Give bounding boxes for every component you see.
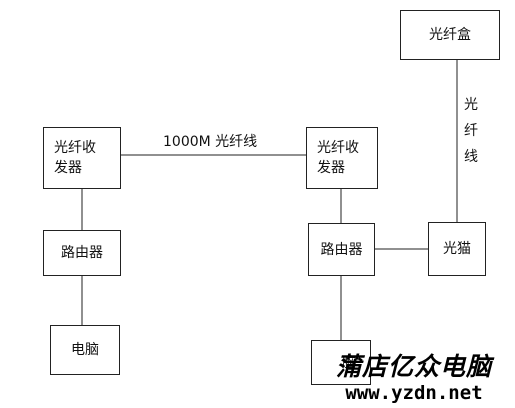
- watermark: 蒲店亿众电脑 www.yzdn.net: [319, 352, 509, 404]
- pc-right-label: 脑: [342, 354, 356, 371]
- transceiver-left-node: 光纤收 发器: [43, 127, 121, 189]
- fiber-vertical-char-1: 光: [464, 97, 478, 113]
- router-left-label: 路由器: [61, 245, 103, 261]
- fiber-box-node: 光纤盒: [400, 10, 500, 60]
- transceiver-right-node: 光纤收 发器: [306, 127, 378, 189]
- modem-node: 光猫: [428, 222, 486, 276]
- pc-left-node: 电脑: [50, 325, 120, 375]
- fiber-vertical-label: 光 纤 线: [462, 92, 480, 170]
- transceiver-right-label-line1: 光纤收: [317, 140, 359, 156]
- pc-right-node: 脑: [311, 340, 371, 385]
- transceiver-right-label-line2: 发器: [317, 160, 345, 176]
- transceiver-left-label-line2: 发器: [54, 160, 82, 176]
- transceiver-left-label-line1: 光纤收: [54, 140, 96, 156]
- fiber-link-label: 1000M 光纤线: [163, 134, 258, 150]
- fiber-vertical-char-2: 纤: [464, 123, 478, 139]
- pc-left-label: 电脑: [71, 342, 99, 358]
- router-right-node: 路由器: [308, 223, 375, 276]
- router-left-node: 路由器: [43, 230, 121, 276]
- fiber-box-label: 光纤盒: [429, 27, 471, 43]
- router-right-label: 路由器: [320, 241, 363, 258]
- watermark-url: www.yzdn.net: [345, 382, 483, 404]
- watermark-title: 蒲店亿众电脑: [335, 352, 492, 381]
- modem-label: 光猫: [443, 241, 471, 257]
- fiber-vertical-char-3: 线: [464, 149, 478, 165]
